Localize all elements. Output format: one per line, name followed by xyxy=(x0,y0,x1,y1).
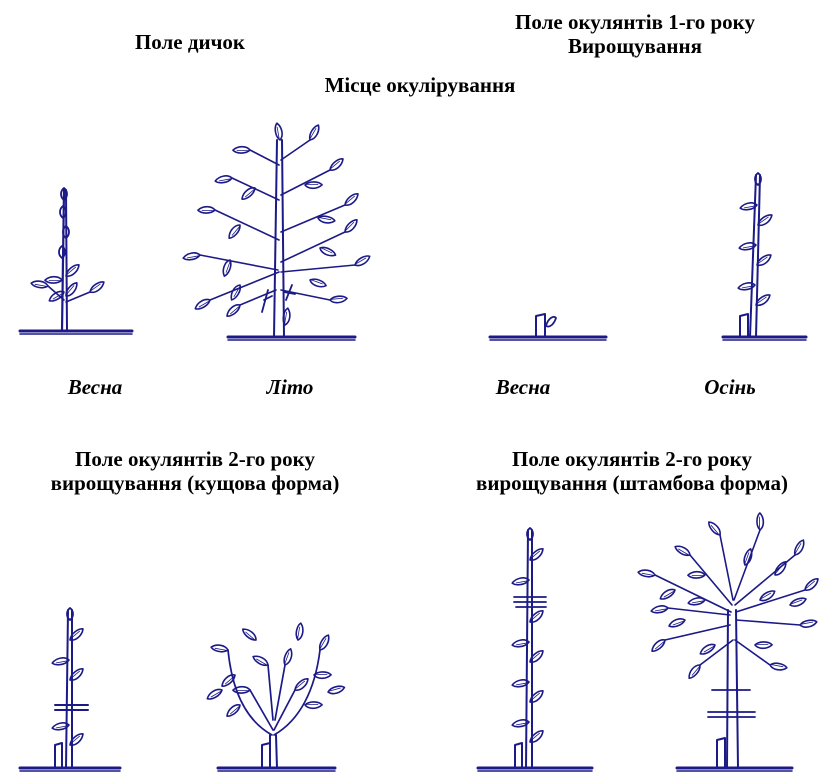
title-year2-bush: Поле окулянтів 2-го року вирощування (ку… xyxy=(5,447,385,495)
title-year2-bush-line1: Поле окулянтів 2-го року xyxy=(75,447,315,471)
year2-standard-grown xyxy=(636,511,822,772)
title-year1: Поле окулянтів 1-го року Вирощування xyxy=(470,10,800,58)
caption-summer: Літо xyxy=(266,375,314,399)
title-year1-line1: Поле окулянтів 1-го року xyxy=(515,10,755,34)
title-year2-bush-line2: вирощування (кущова форма) xyxy=(50,471,340,495)
year2-standard-pruned xyxy=(476,527,594,772)
seedling-summer xyxy=(182,122,372,341)
title-year2-standard-line2: вирощування (штамбова форма) xyxy=(476,471,788,495)
year1-spring-stub xyxy=(488,313,608,341)
year2-bush-grown xyxy=(205,621,346,772)
caption-spring-year1: Весна xyxy=(495,375,551,399)
seedling-spring xyxy=(18,187,134,335)
title-year1-line2: Вирощування xyxy=(568,34,702,58)
title-seedling-field: Поле дичок xyxy=(134,30,246,54)
caption-autumn: Осінь xyxy=(704,375,756,399)
title-budding-place: Місце окулірування xyxy=(324,73,516,97)
title-year2-standard: Поле окулянтів 2-го року вирощування (шт… xyxy=(432,447,832,495)
caption-spring-seedling: Весна xyxy=(67,375,123,399)
year1-autumn xyxy=(721,172,808,341)
title-year2-standard-line1: Поле окулянтів 2-го року xyxy=(512,447,752,471)
year2-bush-pruned xyxy=(18,607,122,772)
